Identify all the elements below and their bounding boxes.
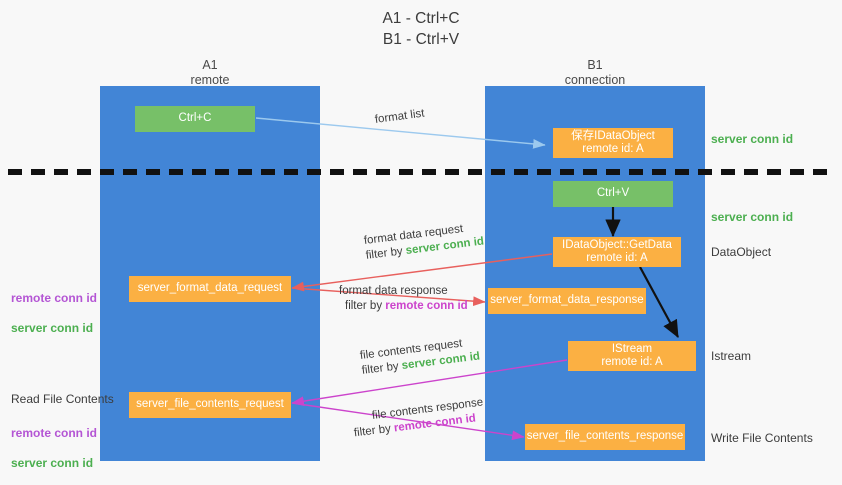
left-server-conn-id-upper: server conn id — [11, 321, 94, 335]
right-label-write-file-contents: Write File Contents — [711, 431, 813, 445]
arrow-label-format-list: format list — [374, 107, 425, 128]
arrow-label-file-contents-request: file contents request filter by server c… — [359, 335, 481, 379]
filter-by-text-2: filter by — [345, 300, 386, 312]
arrow-label-file-contents-response: file contents response filter by remote … — [353, 395, 486, 439]
right-label-istream: Istream — [711, 349, 752, 363]
column-header-right: B1 connection — [564, 58, 626, 87]
filter-by-text-3: filter by — [361, 360, 403, 377]
left-label-conn-ids-upper: remote conn id server conn id — [11, 276, 97, 351]
format-data-response-line2: filter by remote conn id — [345, 299, 468, 314]
left-server-conn-id-lower: server conn id — [11, 456, 94, 470]
left-label-read-file-contents: Read File Contents — [11, 392, 114, 406]
right-label-dataobject: DataObject — [711, 245, 772, 259]
page-title: A1 - Ctrl+C B1 - Ctrl+V — [382, 10, 460, 48]
left-label-conn-ids-lower: remote conn id server conn id — [11, 411, 97, 485]
box-server-format-data-response[interactable]: server_format_data_response — [488, 288, 646, 314]
right-label-server-conn-id-top: server conn id — [711, 132, 794, 146]
left-remote-conn-id-upper: remote conn id — [11, 291, 98, 305]
arrow-label-format-data-response: format data response filter by remote co… — [339, 284, 468, 314]
filter-value-remote-conn-id-1: remote conn id — [385, 300, 468, 312]
left-remote-conn-id-lower: remote conn id — [11, 426, 98, 440]
box-server-file-contents-request[interactable]: server_file_contents_request — [129, 392, 291, 418]
box-server-format-data-request[interactable]: server_format_data_request — [129, 276, 291, 302]
box-ctrl-c[interactable]: Ctrl+C — [135, 106, 255, 132]
box-ctrl-v[interactable]: Ctrl+V — [553, 181, 673, 207]
filter-by-text-4: filter by — [353, 422, 395, 440]
box-save-idataobject[interactable]: 保存IDataObject remote id: A — [553, 128, 673, 158]
column-header-left: A1 remote — [190, 58, 230, 87]
right-label-server-conn-id-mid: server conn id — [711, 210, 794, 224]
box-server-file-contents-response[interactable]: server_file_contents_response — [525, 424, 685, 450]
arrow-label-format-data-request: format data request filter by server con… — [363, 220, 485, 264]
filter-by-text-1: filter by — [365, 245, 407, 262]
box-istream[interactable]: IStream remote id: A — [568, 341, 696, 371]
format-list-text: format list — [374, 107, 426, 126]
box-idataobject-getdata[interactable]: IDataObject::GetData remote id: A — [553, 237, 681, 267]
format-data-response-line1: format data response — [339, 285, 448, 297]
